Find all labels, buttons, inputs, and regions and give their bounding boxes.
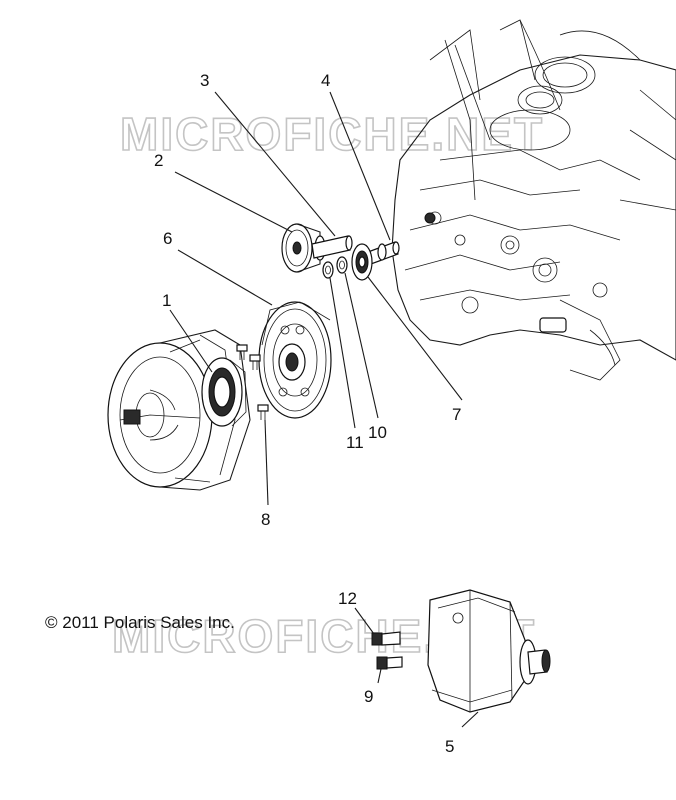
callout-4: 4 [321, 71, 330, 90]
callout-7: 7 [452, 405, 461, 424]
watermark-top: MICROFICHE.NET [120, 108, 544, 160]
reduction-gear-small-illustration [351, 243, 373, 281]
engine-block-illustration [391, 19, 676, 381]
idler-gear-large-illustration [258, 301, 332, 419]
callout-5: 5 [445, 737, 454, 756]
callout-2: 2 [154, 151, 163, 170]
callout-9: 9 [364, 687, 373, 706]
starter-motor-illustration [427, 589, 551, 713]
flywheel-illustration [107, 329, 251, 491]
starter-bolt-upper-illustration [371, 631, 401, 646]
callout-10: 10 [368, 423, 387, 442]
callout-6: 6 [163, 229, 172, 248]
callout-1: 1 [162, 291, 171, 310]
callout-12: 12 [338, 589, 357, 608]
callout-8: 8 [261, 510, 270, 529]
callout-11: 11 [346, 433, 364, 452]
leader-lines [169, 91, 479, 728]
gear-shaft-illustration [311, 235, 353, 259]
copyright-text: © 2011 Polaris Sales Inc. [45, 613, 235, 632]
washer-illustration [336, 256, 348, 274]
snap-ring-illustration [322, 261, 334, 279]
screw-illustration [236, 344, 269, 420]
starter-bolt-lower-illustration [376, 656, 403, 670]
pinion-shaft-illustration [367, 241, 400, 265]
callout-3: 3 [200, 71, 209, 90]
one-way-clutch-illustration [201, 357, 247, 427]
